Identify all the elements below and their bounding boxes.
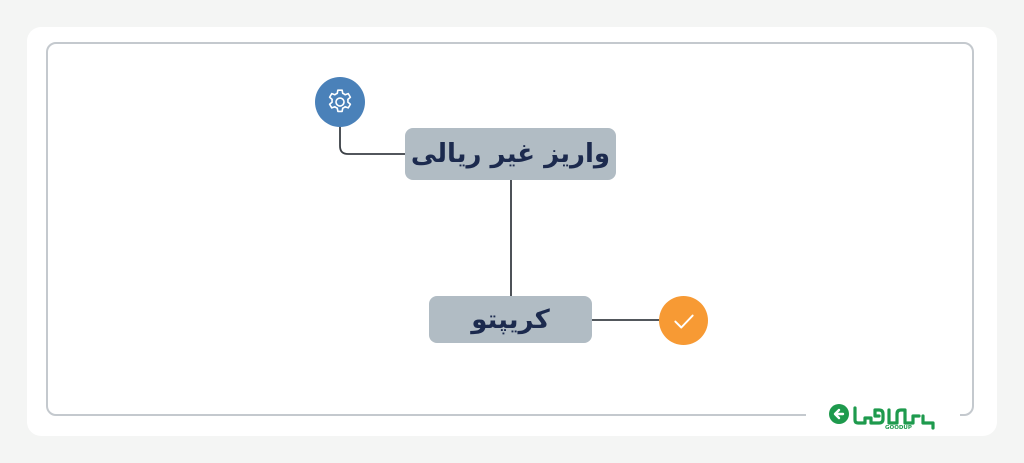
node-deposit-label: واریز غیر ریالی [410,139,611,169]
goodup-logo-mark: GOODUP [829,404,935,431]
gear-icon [328,89,352,113]
node-crypto-label: کریپتو [471,304,550,335]
check-badge [659,296,708,345]
node-crypto: کریپتو [429,296,592,343]
check-icon [673,314,694,328]
goodup-logo: GOODUP [827,402,942,434]
gear-connector-line [339,126,405,155]
diagram-canvas [27,27,997,436]
gear-badge [315,77,365,127]
diagram-frame [46,42,974,416]
node-deposit: واریز غیر ریالی [405,128,616,180]
logo-latin-text: GOODUP [885,425,912,430]
